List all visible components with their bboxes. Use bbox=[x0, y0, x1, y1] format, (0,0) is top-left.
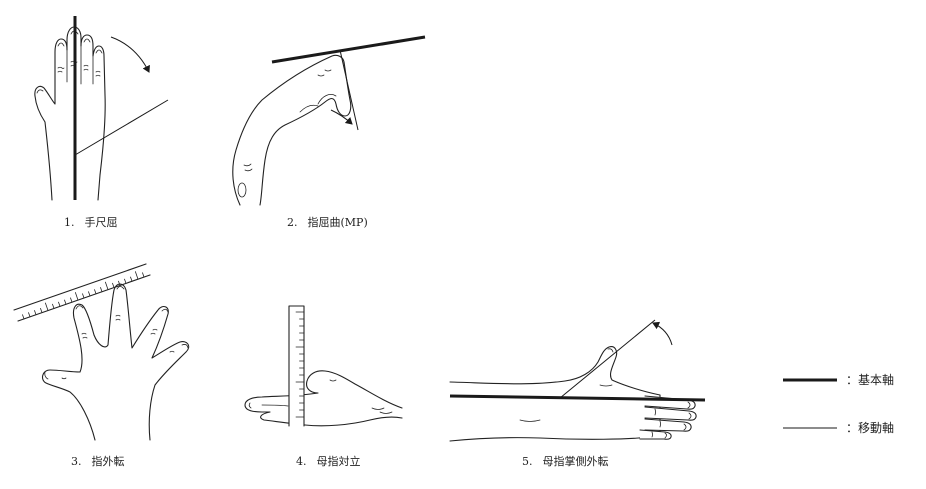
legend bbox=[783, 378, 837, 429]
figure-caption-5: 5. 母指掌側外転 bbox=[522, 455, 609, 469]
ruler-edge-upper bbox=[13, 263, 147, 311]
base-axis-line bbox=[449, 394, 706, 402]
knuckle-creases bbox=[61, 314, 175, 380]
finger-lines bbox=[248, 379, 393, 414]
figure-number: 2. bbox=[287, 216, 298, 229]
ruler-ticks bbox=[22, 271, 145, 320]
figure-caption-1: 1. 手尺屈 bbox=[64, 216, 118, 230]
finger-ring bbox=[644, 418, 692, 432]
figure-label: 指屈曲(MP) bbox=[307, 216, 368, 229]
figure-number: 4. bbox=[296, 455, 307, 468]
figure-2 bbox=[232, 35, 426, 206]
figure-number: 5. bbox=[522, 455, 533, 468]
figure-3 bbox=[13, 263, 190, 441]
figure-label: 指外転 bbox=[91, 455, 125, 468]
figure-label: 母指掌側外転 bbox=[542, 455, 609, 468]
moving-axis-line bbox=[339, 49, 359, 131]
hand-outline bbox=[244, 370, 403, 427]
hand-outline bbox=[34, 26, 106, 201]
ruler-ticks bbox=[295, 311, 305, 418]
figure-4 bbox=[244, 305, 403, 427]
finger-little bbox=[639, 429, 672, 440]
figure-caption-4: 4. 母指対立 bbox=[296, 455, 361, 469]
figure-number: 1. bbox=[64, 216, 75, 229]
finger-middle bbox=[644, 406, 697, 421]
fingernails bbox=[607, 348, 692, 439]
finger-separations bbox=[66, 45, 94, 85]
thumb-crease bbox=[243, 163, 253, 172]
figure-5 bbox=[449, 319, 706, 442]
moving-axis-line bbox=[559, 319, 656, 399]
legend-moving-axis-label: ：移動軸 bbox=[846, 421, 895, 435]
direction-arrow bbox=[330, 109, 353, 125]
fingernails bbox=[44, 286, 189, 380]
ruler bbox=[13, 263, 151, 322]
figure-caption-3: 3. 指外転 bbox=[71, 455, 125, 469]
figure-caption-2: 2. 指屈曲(MP) bbox=[287, 216, 368, 230]
legend-base-axis-label: ：基本軸 bbox=[846, 373, 895, 387]
knuckle-creases bbox=[519, 384, 661, 438]
figure-1 bbox=[34, 16, 169, 201]
curled-finger-lines bbox=[299, 69, 337, 113]
ruler-body bbox=[288, 305, 305, 427]
figure-label: 母指対立 bbox=[316, 455, 361, 468]
forearm-hand-outline bbox=[449, 346, 661, 442]
figure-label: 手尺屈 bbox=[84, 216, 118, 229]
direction-arrow bbox=[110, 36, 150, 73]
direction-arrow bbox=[652, 321, 673, 346]
hand-outline bbox=[41, 283, 190, 441]
thumb-nail bbox=[237, 182, 247, 198]
ruler bbox=[288, 305, 305, 427]
moving-axis-line bbox=[74, 99, 169, 156]
base-axis-line bbox=[271, 35, 426, 64]
hand-outline bbox=[232, 54, 352, 206]
figure-number: 3. bbox=[71, 455, 82, 468]
